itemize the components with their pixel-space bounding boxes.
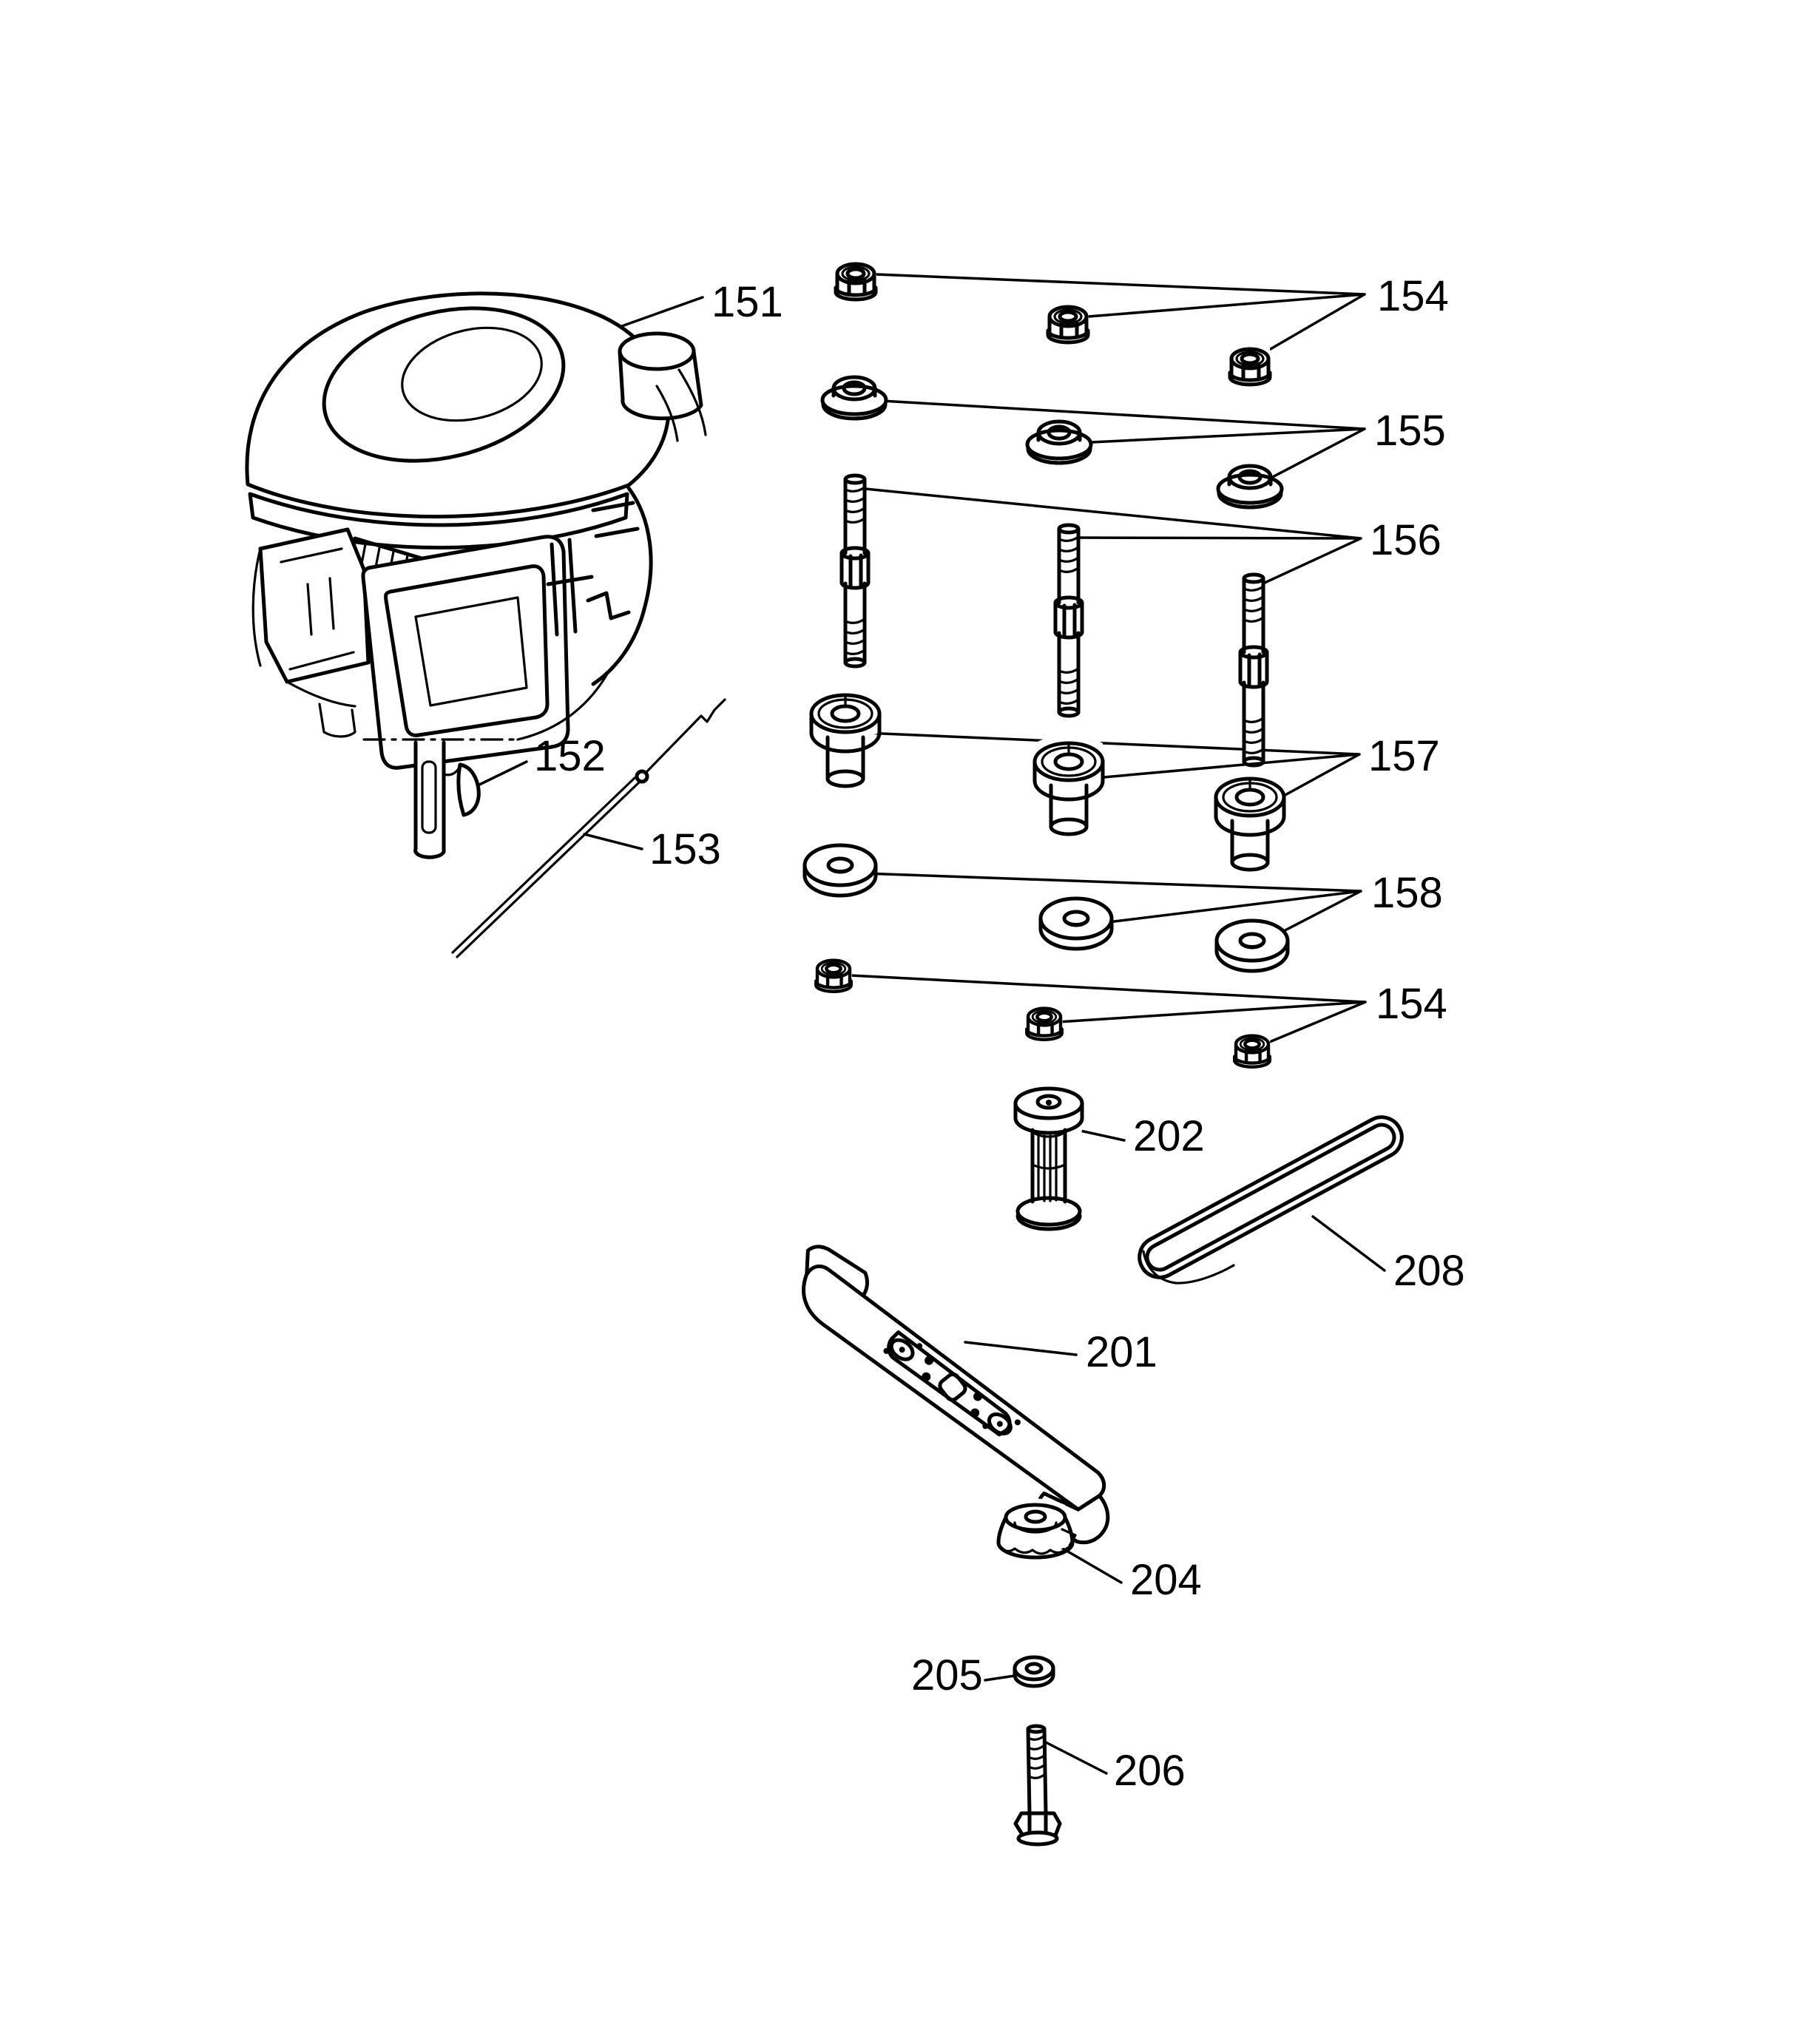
part-label-bushings: 155 [1374,407,1446,455]
part-label-nuts-bottom: 154 [1376,980,1447,1028]
part-label-key: 152 [534,732,606,780]
drive-belt-drawing [1138,1115,1404,1285]
studs-row [842,476,1267,765]
part-label-engine: 151 [712,278,783,326]
part-label-belt: 208 [1393,1247,1465,1295]
blade-holder-drawing [996,1498,1077,1560]
crankshaft-and-key-drawing [362,738,519,859]
control-rod-drawing [451,698,726,958]
part-label-bolt: 206 [1114,1747,1186,1795]
blade-adapter-drawing [1013,1086,1084,1235]
part-label-studs: 156 [1370,516,1441,564]
part-label-adapter: 202 [1133,1112,1205,1160]
part-label-small-washer: 205 [911,1651,983,1699]
leader-lines [472,272,1386,1775]
spacer-bushings-row [811,686,1284,870]
engine-drawing [240,291,707,776]
part-label-blade: 201 [1086,1328,1157,1376]
blade-drawing [802,1245,1110,1545]
flange-nuts-bottom-row [814,954,1271,1067]
part-label-rod: 153 [649,825,721,873]
blade-bolt-drawing [1013,1724,1062,1847]
part-label-nuts-top: 154 [1377,272,1449,320]
small-washer-drawing [1013,1655,1055,1688]
part-label-holder: 204 [1130,1556,1202,1604]
part-labels: 151 152 153 154 155 156 157 158 154 202 … [534,272,1465,1795]
part-label-spacers: 157 [1368,732,1440,780]
flange-bushings-row [822,371,1282,508]
part-label-washers: 158 [1371,869,1443,917]
